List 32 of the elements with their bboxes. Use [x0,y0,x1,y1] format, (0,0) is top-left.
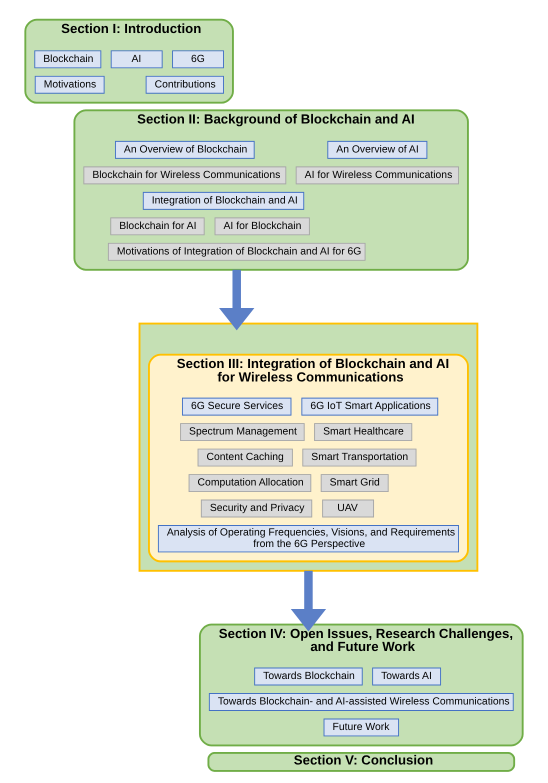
node-box: AI for Blockchain [214,217,310,236]
node-box: Towards Blockchain [254,668,363,686]
node-box: Contributions [146,76,224,94]
node-box: An Overview of AI [327,140,428,159]
node-box: Spectrum Management [180,423,305,442]
node-box: Future Work [324,718,400,736]
node-box: Towards Blockchain- and AI-assisted Wireless Communications [208,693,514,711]
node-box: AI [110,50,163,68]
node-box: Smart Healthcare [314,423,412,442]
node-box: Motivations [34,76,105,94]
node-box: 6G [172,50,224,68]
node-box: 6G IoT Smart Applications [301,398,438,416]
node-box: Smart Transportation [302,448,416,467]
node-box: Smart Grid [320,474,389,492]
node-box: Content Caching [198,448,293,467]
node-box: UAV [322,500,374,518]
node-box: AI for Wireless Communications [296,166,459,184]
node-box: Towards AI [372,668,442,686]
node-box: Blockchain for AI [110,217,205,236]
node-box: Blockchain [34,50,102,68]
arrow [290,570,326,632]
node-box: Motivations of Integration of Blockchain and AI for 6G [108,242,366,261]
node-box: Security and Privacy [200,500,312,518]
node-box: Computation Allocation [188,474,312,492]
node-box: Section V: Conclusion [207,752,516,772]
node-box: An Overview of Blockchain [114,140,255,159]
node-box: 6G Secure Services [182,398,292,416]
node-box: Analysis of Operating Frequencies, Visions, and Requirements from the 6G Perspective [158,525,459,552]
cluster [138,322,478,572]
arrow [219,270,254,330]
node-box: Integration of Blockchain and AI [142,192,304,210]
node-box: Blockchain for Wireless Communications [83,166,286,184]
